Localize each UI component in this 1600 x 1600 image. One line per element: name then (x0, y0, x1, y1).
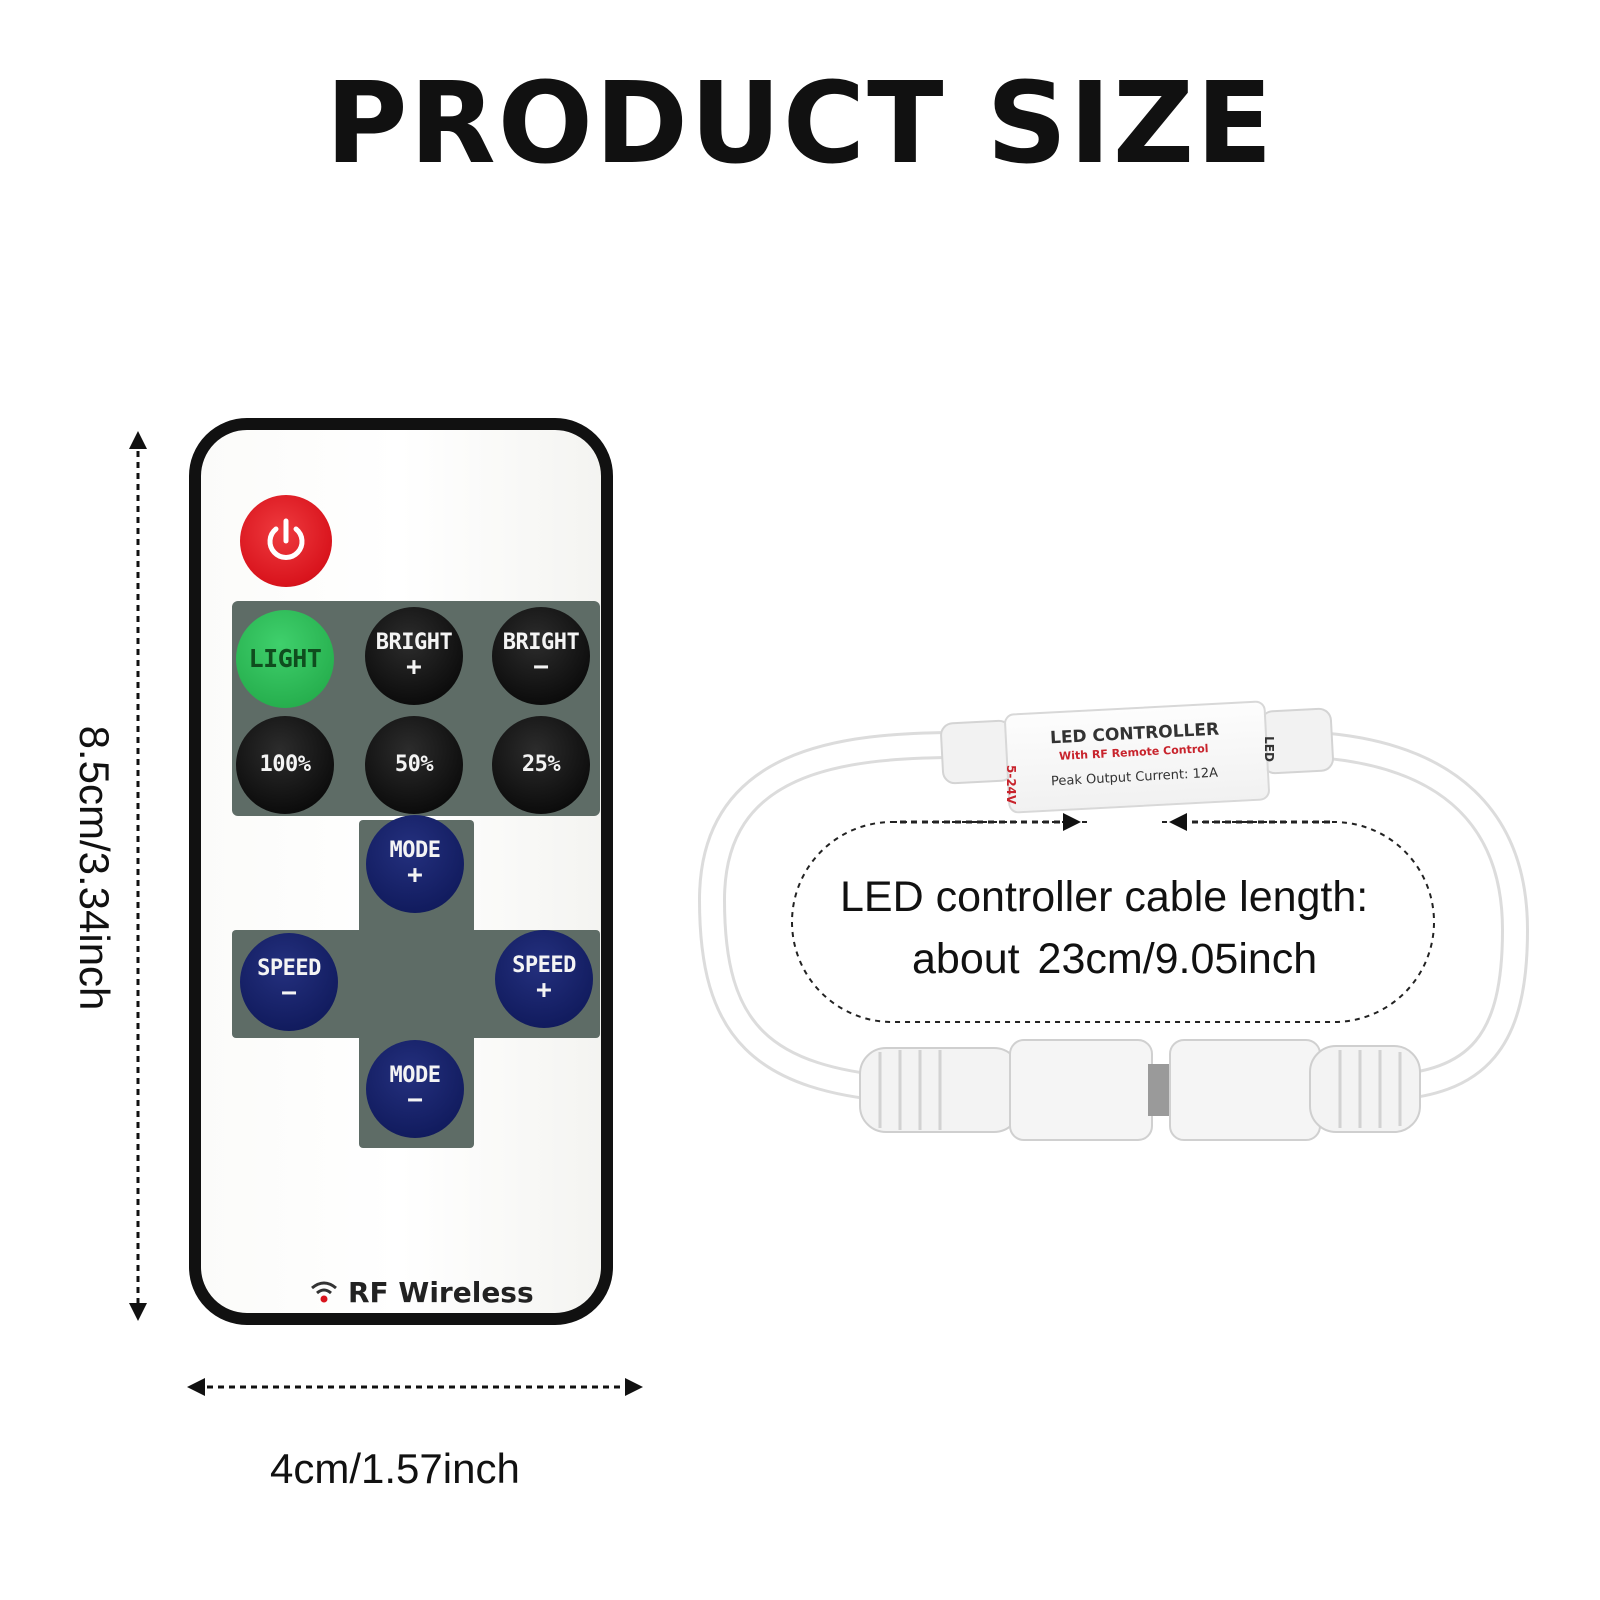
cable-length-value: about 23cm/9.05inch (912, 935, 1318, 983)
brightness-50-label: 50% (394, 752, 434, 778)
brightness-100-button[interactable]: 100% (236, 716, 334, 814)
speed-minus-symbol: − (281, 977, 297, 1008)
cable-loop (697, 707, 1530, 1104)
mode-plus-label: MODE (389, 837, 441, 863)
mode-minus-button[interactable]: MODE − (366, 1040, 464, 1138)
bright-plus-button[interactable]: BRIGHT + (365, 607, 463, 705)
power-button[interactable] (240, 495, 332, 587)
dc-connectors (859, 1039, 1421, 1141)
bright-minus-button[interactable]: BRIGHT − (492, 607, 590, 705)
brightness-25-label: 25% (521, 752, 561, 778)
mode-minus-symbol: − (407, 1084, 423, 1115)
width-dimension-label: 4cm/1.57inch (270, 1445, 520, 1492)
cable-label-capsule (791, 821, 1435, 1023)
rf-wireless-text: RF Wireless (348, 1276, 534, 1309)
bright-plus-symbol: + (406, 651, 422, 682)
cable-length-label: LED controller cable length: (840, 873, 1369, 921)
speed-plus-label: SPEED (512, 952, 576, 978)
height-dimension-label: 8.5cm/3.34inch (71, 725, 118, 1011)
brightness-25-button[interactable]: 25% (492, 716, 590, 814)
bright-minus-symbol: − (533, 651, 549, 682)
mode-minus-label: MODE (389, 1062, 441, 1088)
bright-plus-label: BRIGHT (375, 629, 453, 655)
light-button-label: LIGHT (248, 643, 322, 673)
rf-wireless-label: RF Wireless (310, 1276, 534, 1311)
speed-minus-button[interactable]: SPEED − (240, 933, 338, 1031)
light-button[interactable]: LIGHT (236, 610, 334, 708)
bright-minus-label: BRIGHT (502, 629, 580, 655)
brightness-100-label: 100% (259, 752, 311, 778)
mode-plus-symbol: + (407, 859, 423, 890)
controller-output-label: LED (1261, 736, 1276, 762)
power-icon (267, 518, 305, 560)
mode-plus-button[interactable]: MODE + (366, 815, 464, 913)
speed-minus-label: SPEED (257, 955, 321, 981)
wireless-signal-icon (310, 1278, 338, 1311)
brightness-50-button[interactable]: 50% (365, 716, 463, 814)
page-title: PRODUCT SIZE (325, 59, 1275, 189)
speed-plus-symbol: + (536, 974, 552, 1005)
speed-plus-button[interactable]: SPEED + (495, 930, 593, 1028)
controller-input-voltage: 5-24V (1004, 765, 1018, 805)
